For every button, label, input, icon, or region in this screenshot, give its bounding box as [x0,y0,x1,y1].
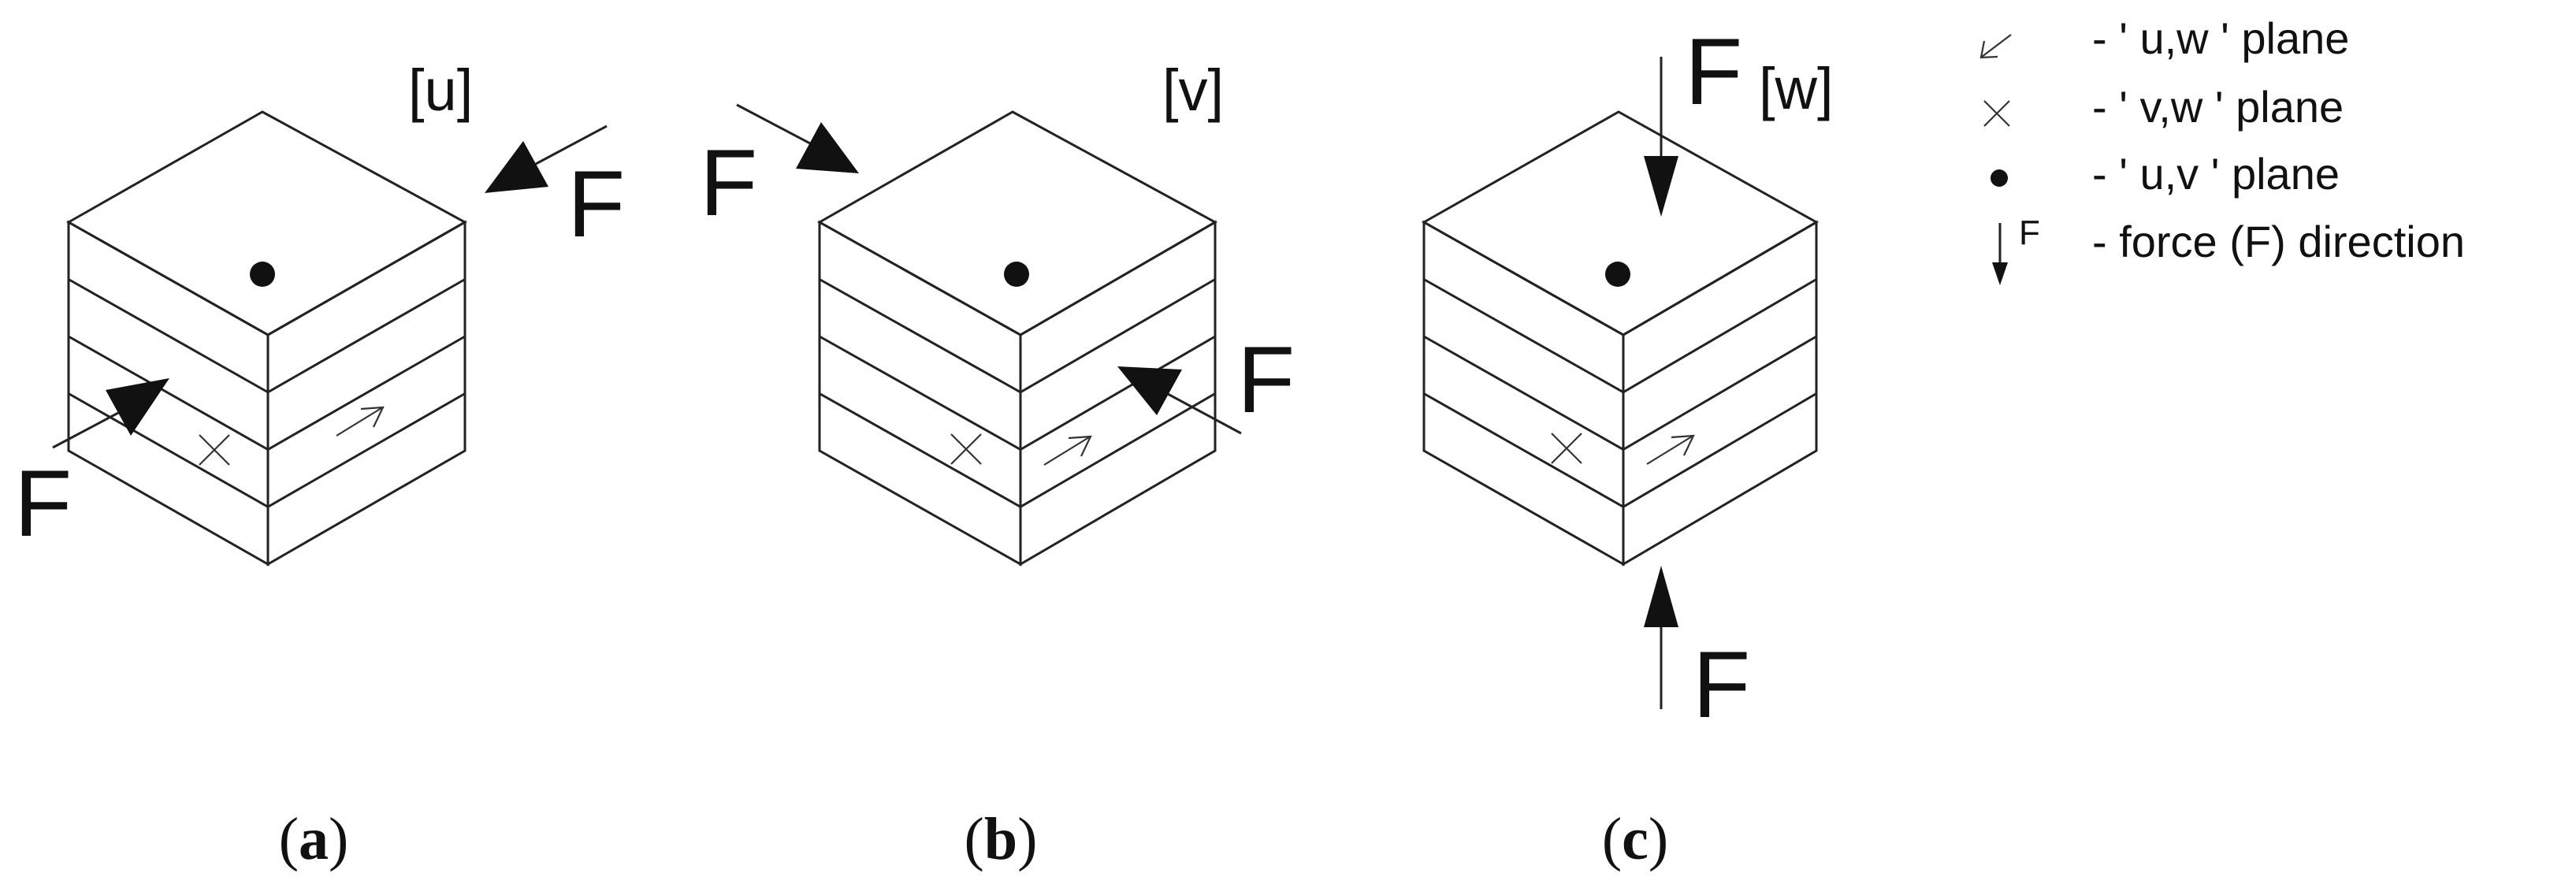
legend-label-uw: - ' u,w ' plane [2092,13,2349,63]
force-arrow-a-lower [52,378,169,449]
uw-plane-arrow-c [1646,434,1695,465]
cube-a-layer-lines [68,278,466,508]
legend-label-uv: - ' u,v ' plane [2092,149,2340,199]
force-arrow-c-lower [1644,566,1678,709]
cube-a-top-face [65,110,468,336]
cube-b-right-face [1019,220,1217,567]
uv-plane-dot-b [1004,262,1029,287]
uv-plane-dot-c [1605,262,1630,287]
cube-c-right-face [1622,220,1818,567]
uw-plane-arrow-icon [1979,34,2012,59]
force-direction-arrow-icon [1992,223,2008,285]
uv-plane-dot-a [250,262,275,287]
uv-plane-dot-icon [1991,169,2008,187]
direction-label-c: [w] [1759,56,1834,121]
legend-item-uv-plane: - ' u,v ' plane [1991,149,2340,199]
uw-plane-arrow-b [1043,435,1092,466]
vw-plane-cross-icon [1983,100,2010,127]
direction-label-a: [u] [408,58,473,123]
cube-b-top-face [816,110,1218,336]
legend-item-uw-plane: - ' u,w ' plane [1979,13,2349,63]
caption-b: (b) [965,806,1038,872]
cube-c-layer-lines [1423,278,1817,508]
vw-plane-cross-a [199,434,230,466]
legend-label-force: - force (F) direction [2092,217,2465,266]
legend: - ' u,w ' plane - ' v,w ' plane - ' u,v … [1979,13,2465,285]
force-label-b-upper: F [700,130,757,236]
legend-item-vw-plane: - ' v,w ' plane [1983,82,2344,132]
vw-plane-cross-b [950,433,982,465]
cube-b [816,110,1218,567]
force-arrow-c-upper [1644,57,1678,217]
legend-force-symbol-label: F [2019,214,2040,252]
caption-c: (c) [1602,806,1668,872]
vw-plane-cross-c [1551,433,1582,464]
force-label-b-lower: F [1237,327,1295,433]
cube-a-right-face [266,220,467,567]
legend-label-vw: - ' v,w ' plane [2092,82,2344,132]
force-arrow-a-upper [485,124,608,193]
force-arrow-b-upper [736,103,859,173]
force-label-a-upper: F [567,151,625,257]
cube-c [1421,110,1820,567]
panel-c: [w] F F (c) [1421,19,1834,872]
caption-a: (a) [279,806,349,872]
force-label-c-upper: F [1685,19,1742,124]
cube-a [65,110,468,567]
force-label-a-lower: F [14,451,72,556]
direction-label-b: [v] [1162,58,1224,123]
cube-c-top-face [1421,110,1820,336]
panel-a: [u] F F (a) [14,58,625,872]
uw-plane-arrow-a [336,406,385,437]
force-label-c-lower: F [1693,632,1750,738]
panel-b: [v] F F (b) [700,58,1295,872]
force-arrow-b-lower [1117,366,1242,435]
legend-item-force: F - force (F) direction [1992,214,2465,285]
